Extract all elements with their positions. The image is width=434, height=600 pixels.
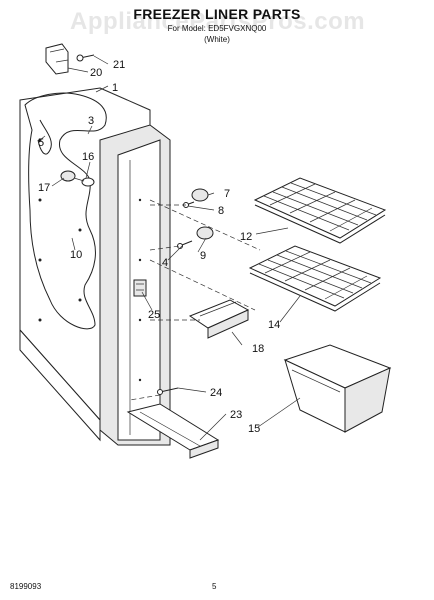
assembly-lines [129,199,261,401]
callout-3: 3 [88,115,94,127]
callout-4: 4 [162,257,168,269]
callout-16: 16 [82,151,94,163]
leader-lines [39,55,301,441]
callout-17: 17 [38,182,50,194]
callout-7: 7 [224,188,230,200]
callout-12: 12 [240,231,252,243]
callout-15: 15 [248,423,260,435]
storage-bin-15 [283,344,392,433]
callout-23: 23 [230,409,242,421]
control-knob [60,170,95,187]
shelf-support-18 [188,299,250,339]
callout-25: 25 [148,309,160,321]
callout-labels: 21 20 1 3 5 16 17 7 8 9 4 10 12 14 25 18… [38,59,280,435]
page-number: 5 [212,582,217,591]
callout-1: 1 [112,82,118,94]
callout-24: 24 [210,387,222,399]
callout-20: 20 [90,67,102,79]
callout-8: 8 [218,205,224,217]
top-bracket [45,43,69,75]
clip-25 [133,279,147,297]
bottom-rail-23 [126,403,220,459]
diagram-title: FREEZER LINER PARTS [133,6,301,22]
callout-9: 9 [200,250,206,262]
screw-21 [76,54,95,62]
color-note: (White) [204,35,230,44]
screw-24 [157,387,179,395]
model-line: For Model: ED5FVGXNQ00 [167,24,267,33]
wire-shelf-upper [253,177,387,244]
callout-10: 10 [70,249,82,261]
callout-21: 21 [113,59,125,71]
slide-cam-9 [177,226,214,249]
callout-5: 5 [38,137,44,149]
callout-18: 18 [252,343,264,355]
callout-14: 14 [268,319,280,331]
slide-cam-7-8 [183,188,209,208]
doc-number: 8199093 [10,582,42,591]
wire-shelf-lower [248,245,382,312]
